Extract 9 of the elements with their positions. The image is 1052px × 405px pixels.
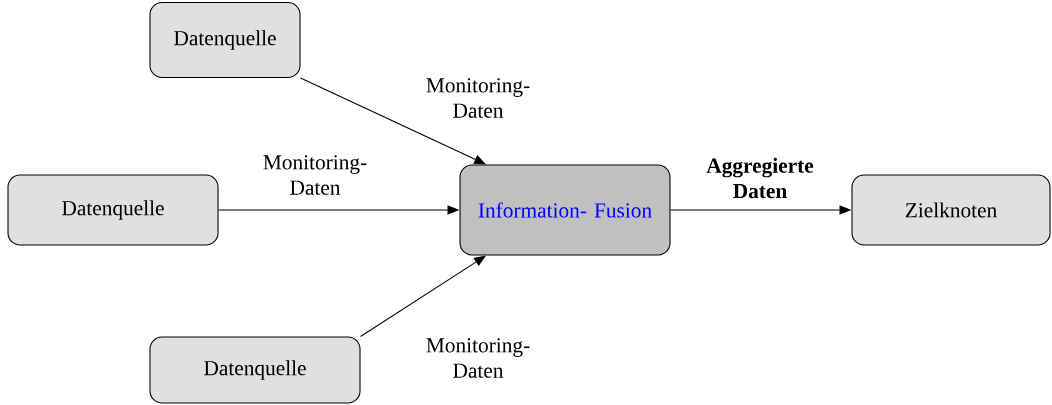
edge-label: Monitoring- Daten [426,78,530,118]
fusion-box: Information- Fusion [459,164,671,256]
edge-label: Monitoring- Daten [263,155,367,195]
process-box: Zielknoten [851,174,1051,246]
edge-label: Monitoring- Daten [426,338,530,378]
edge-label: Aggregierte Daten [706,157,814,199]
process-box: Datenquelle [149,336,361,404]
process-box: Datenquelle [149,2,301,78]
process-box: Datenquelle [7,174,219,246]
